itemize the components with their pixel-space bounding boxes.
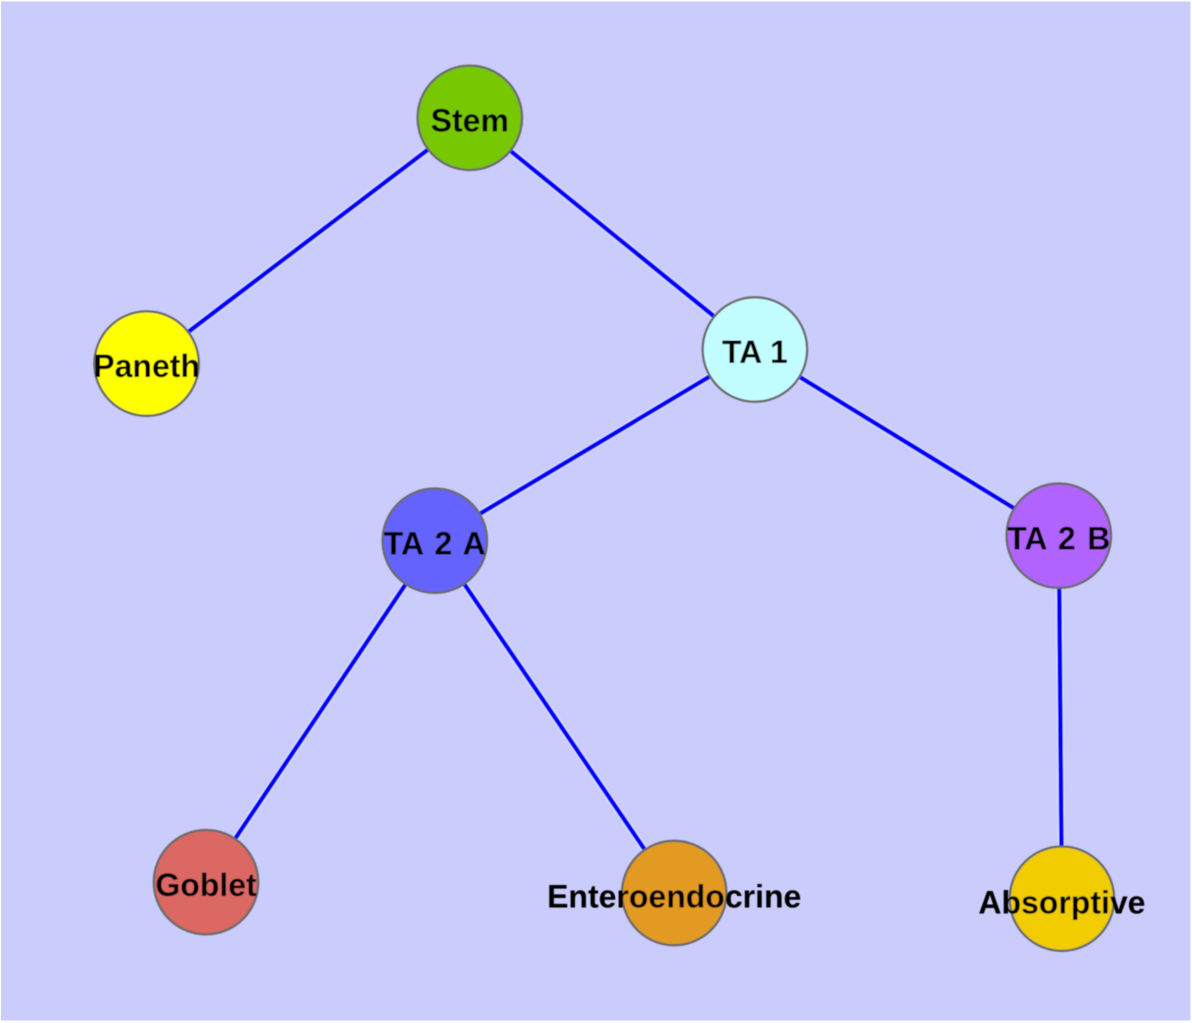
svg-text:Paneth: Paneth — [93, 348, 200, 384]
svg-text:Goblet: Goblet — [155, 867, 257, 903]
svg-text:TA 2 A: TA 2 A — [384, 525, 486, 561]
svg-text:Enteroendocrine: Enteroendocrine — [547, 879, 801, 915]
svg-text:TA 1: TA 1 — [722, 334, 788, 370]
svg-text:TA 2 B: TA 2 B — [1007, 520, 1110, 556]
svg-text:Absorptive: Absorptive — [978, 884, 1145, 920]
svg-text:Stem: Stem — [431, 102, 509, 138]
